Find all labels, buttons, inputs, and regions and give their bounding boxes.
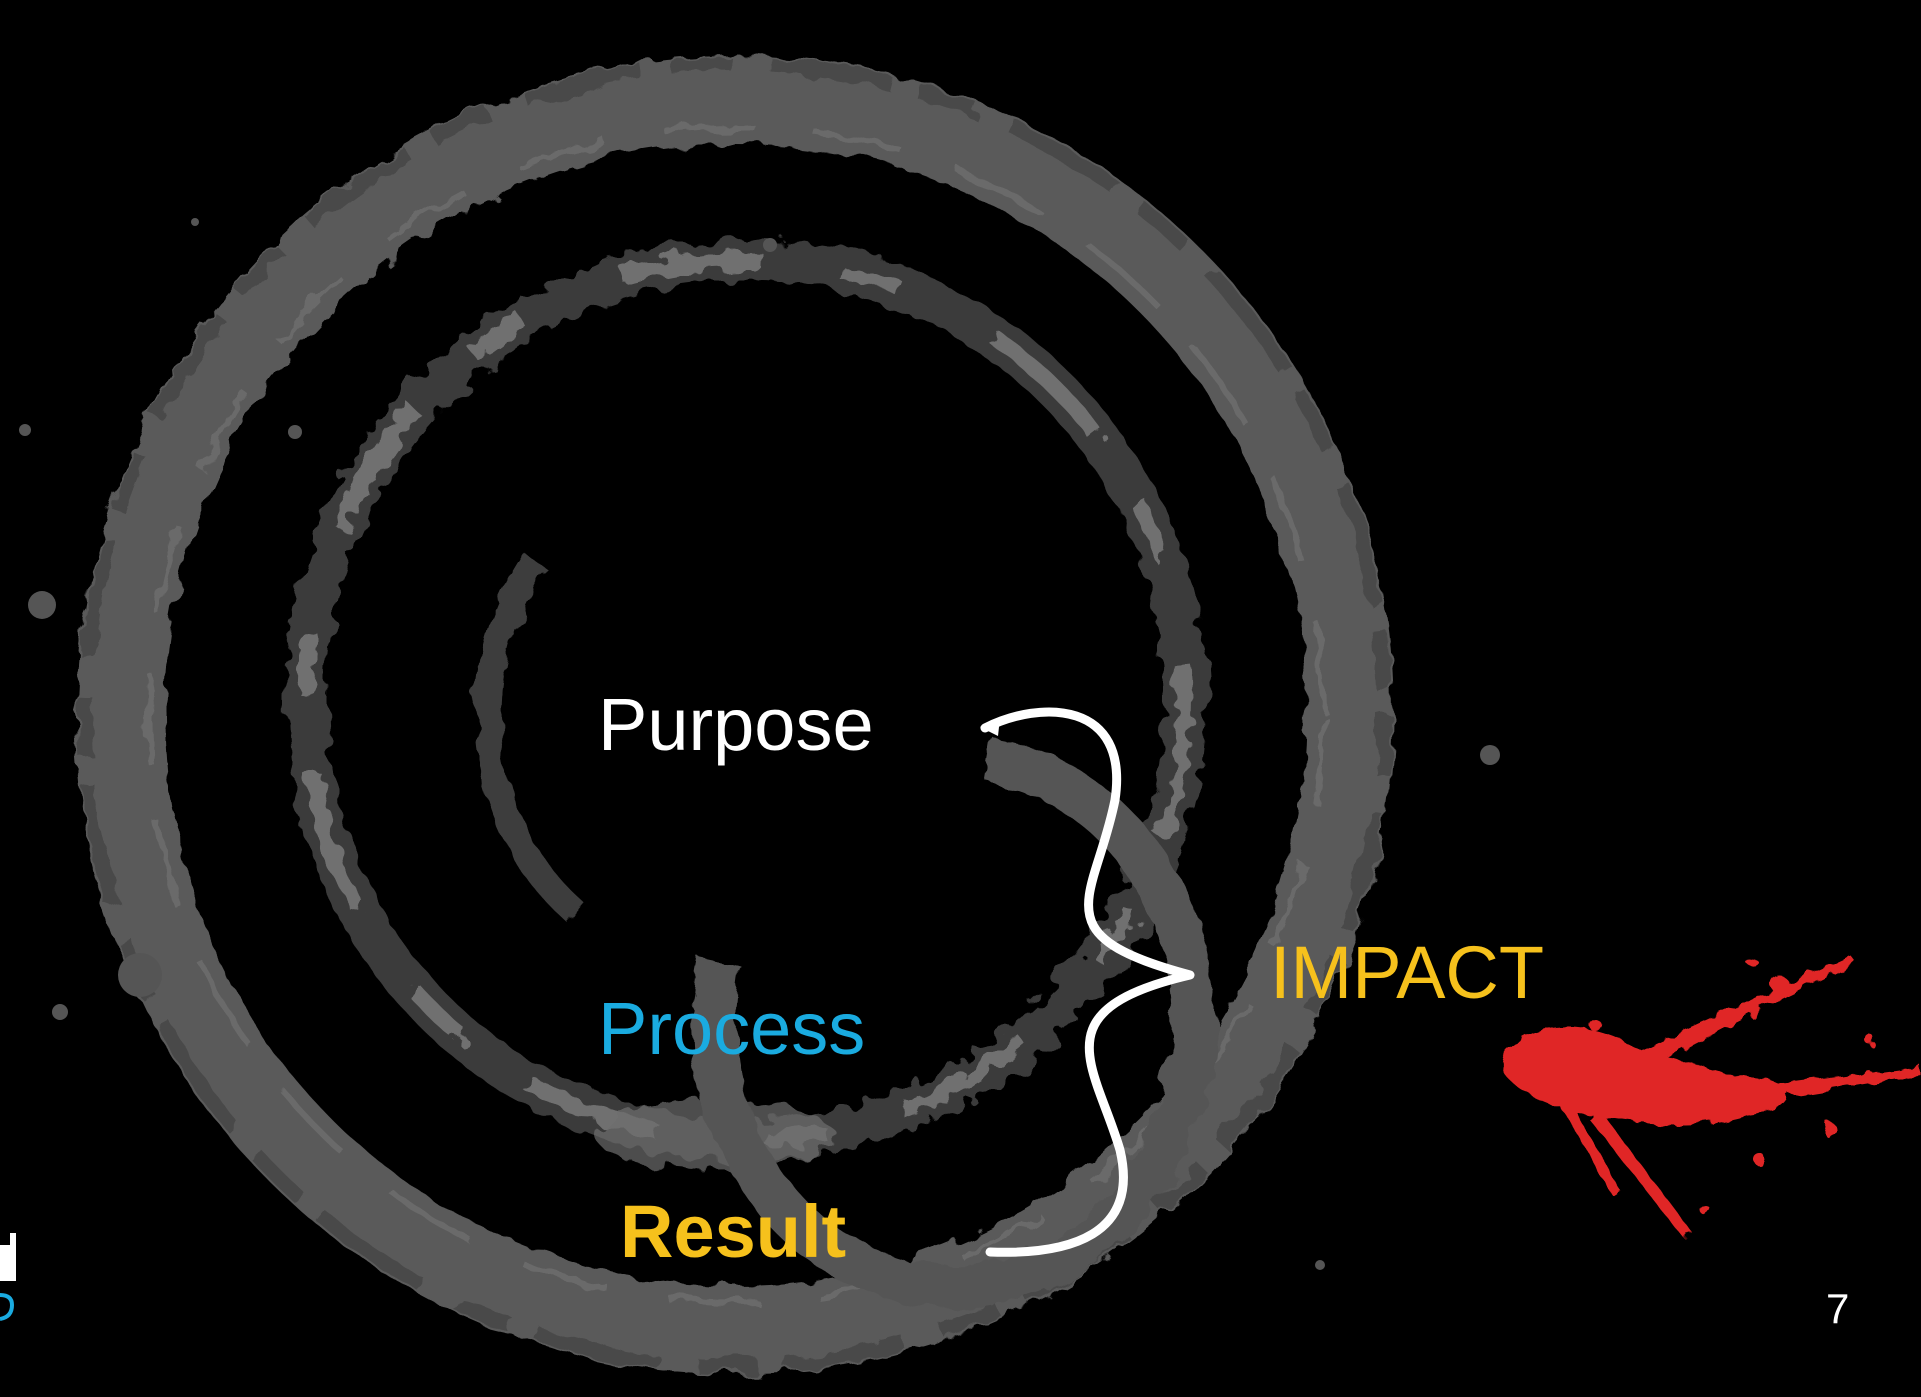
result-label: Result: [620, 1190, 847, 1273]
impact-label: IMPACT: [1270, 931, 1545, 1014]
outer-coffee-ring: [76, 56, 1394, 1374]
purpose-label: Purpose: [598, 683, 874, 766]
logo-fragment: [0, 1233, 16, 1321]
red-paint-splatter: [1501, 955, 1921, 1236]
background-specks: [19, 218, 1500, 1270]
process-label: Process: [598, 987, 866, 1070]
slide-number: 7: [1826, 1285, 1850, 1332]
curly-brace-icon: [980, 707, 1195, 1257]
